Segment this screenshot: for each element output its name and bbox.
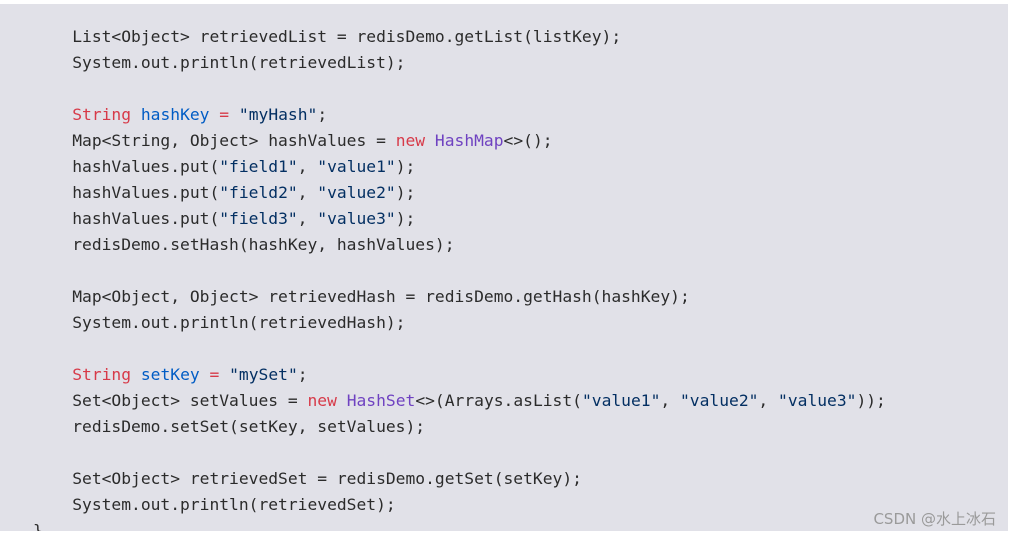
code-token: <>(Arrays.asList( [415,391,582,410]
code-line [33,440,886,466]
code-block: List<Object> retrievedList = redisDemo.g… [0,4,1008,531]
code-token: redisDemo.setSet(setKey, setValues); [33,417,426,436]
code-token: hashValues.put( [33,209,220,228]
code-token [425,131,435,150]
code-line: System.out.println(retrievedList); [33,50,886,76]
code-token: , [297,157,318,176]
code-token [219,365,229,384]
code-line [33,258,886,284]
code-token: ; [297,365,308,384]
code-line [33,336,886,362]
code-token: new [307,391,337,410]
code-token [33,365,72,384]
code-line: } [33,518,886,531]
code-token: , [660,391,680,410]
code-lines: List<Object> retrievedList = redisDemo.g… [33,24,886,531]
code-token [131,105,141,124]
code-token: <>(); [503,131,553,150]
code-token: } [33,521,43,531]
code-token: "value3" [778,391,857,410]
code-token: Set<Object> setValues = [33,391,308,410]
code-token: Map<String, Object> hashValues = [33,131,396,150]
code-line: hashValues.put("field3", "value3"); [33,206,886,232]
code-line: String hashKey = "myHash"; [33,102,886,128]
code-token: redisDemo.setHash(hashKey, hashValues); [33,235,455,254]
code-token: "myHash" [238,105,318,124]
code-line: redisDemo.setSet(setKey, setValues); [33,414,886,440]
watermark: CSDN @水上冰石 [873,510,996,528]
code-token: hashValues.put( [33,157,220,176]
code-token: HashMap [434,131,504,150]
code-line: Map<String, Object> hashValues = new Has… [33,128,886,154]
code-token: String [72,365,132,384]
code-token: = [219,105,230,124]
code-token: hashKey [140,105,210,124]
code-token: )); [856,391,886,410]
code-token: ); [395,157,416,176]
code-line: System.out.println(retrievedHash); [33,310,886,336]
code-token: setKey [140,365,200,384]
code-token [200,365,210,384]
code-token: ; [317,105,328,124]
code-token: hashValues.put( [33,183,220,202]
code-token [337,391,347,410]
code-token: System.out.println(retrievedList); [33,53,406,72]
code-token [209,105,219,124]
code-line [33,76,886,102]
code-token: ); [395,183,416,202]
code-token: List<Object> retrievedList = redisDemo.g… [33,27,622,46]
code-token: "value1" [317,157,396,176]
code-token: , [758,391,779,410]
code-token: , [297,183,318,202]
code-token: System.out.println(retrievedHash); [33,313,406,332]
code-line: Map<Object, Object> retrievedHash = redi… [33,284,886,310]
code-token [229,105,239,124]
code-token: "field1" [219,157,298,176]
code-token: "field3" [219,209,298,228]
code-token: "value2" [680,391,759,410]
code-token: , [297,209,318,228]
code-token: = [209,365,220,384]
code-line: Set<Object> retrievedSet = redisDemo.get… [33,466,886,492]
code-token: "value1" [581,391,661,410]
code-line: hashValues.put("field2", "value2"); [33,180,886,206]
code-line: Set<Object> setValues = new HashSet<>(Ar… [33,388,886,414]
code-token [33,105,72,124]
code-token: System.out.println(retrievedSet); [33,495,396,514]
code-line: List<Object> retrievedList = redisDemo.g… [33,24,886,50]
code-token: ); [395,209,416,228]
code-line: redisDemo.setHash(hashKey, hashValues); [33,232,886,258]
code-token: HashSet [346,391,416,410]
code-token: "mySet" [229,365,298,384]
code-token: "field2" [219,183,298,202]
code-token: new [395,131,426,150]
code-line: System.out.println(retrievedSet); [33,492,886,518]
code-token: "value2" [317,183,396,202]
code-token: Set<Object> retrievedSet = redisDemo.get… [33,469,582,488]
code-token: "value3" [317,209,396,228]
code-line: hashValues.put("field1", "value1"); [33,154,886,180]
code-token [131,365,141,384]
code-token: String [72,105,132,124]
code-line: String setKey = "mySet"; [33,362,886,388]
code-token: Map<Object, Object> retrievedHash = redi… [33,287,690,306]
